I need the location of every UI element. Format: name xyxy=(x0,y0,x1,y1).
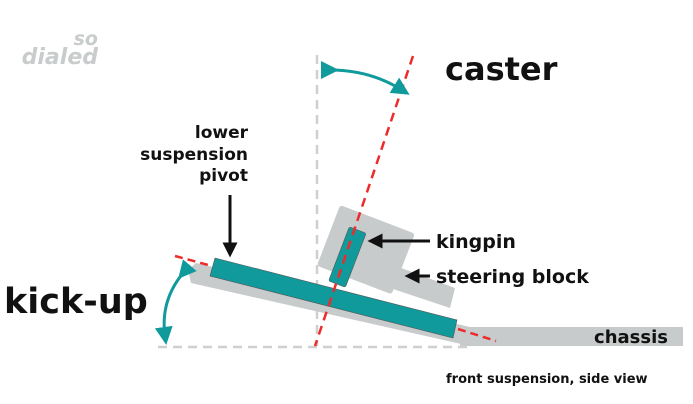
steering-block-label: steering block xyxy=(436,266,589,288)
caster-axis xyxy=(313,55,415,347)
caster-label: caster xyxy=(445,50,558,88)
kick-up-angle-arrow xyxy=(154,259,197,345)
caption: front suspension, side view xyxy=(446,372,648,387)
chassis-label: chassis xyxy=(594,327,668,348)
steering-arm xyxy=(378,262,455,308)
kingpin-label: kingpin xyxy=(436,231,516,253)
caster-angle-arrow xyxy=(320,60,410,95)
lower-pivot-label-line3: pivot xyxy=(199,166,248,186)
kick-up-label: kick-up xyxy=(4,282,148,322)
lower-pivot-label-line2: suspension xyxy=(140,145,248,165)
lower-pivot-label-line1: lower xyxy=(195,123,249,143)
chassis-bar xyxy=(460,327,683,346)
logo-dialed: dialed xyxy=(22,45,99,70)
kick-up-axis-right xyxy=(457,327,497,343)
suspension-arm xyxy=(209,257,458,339)
logo-so: so xyxy=(74,28,98,50)
kick-up-axis-left xyxy=(174,254,213,268)
